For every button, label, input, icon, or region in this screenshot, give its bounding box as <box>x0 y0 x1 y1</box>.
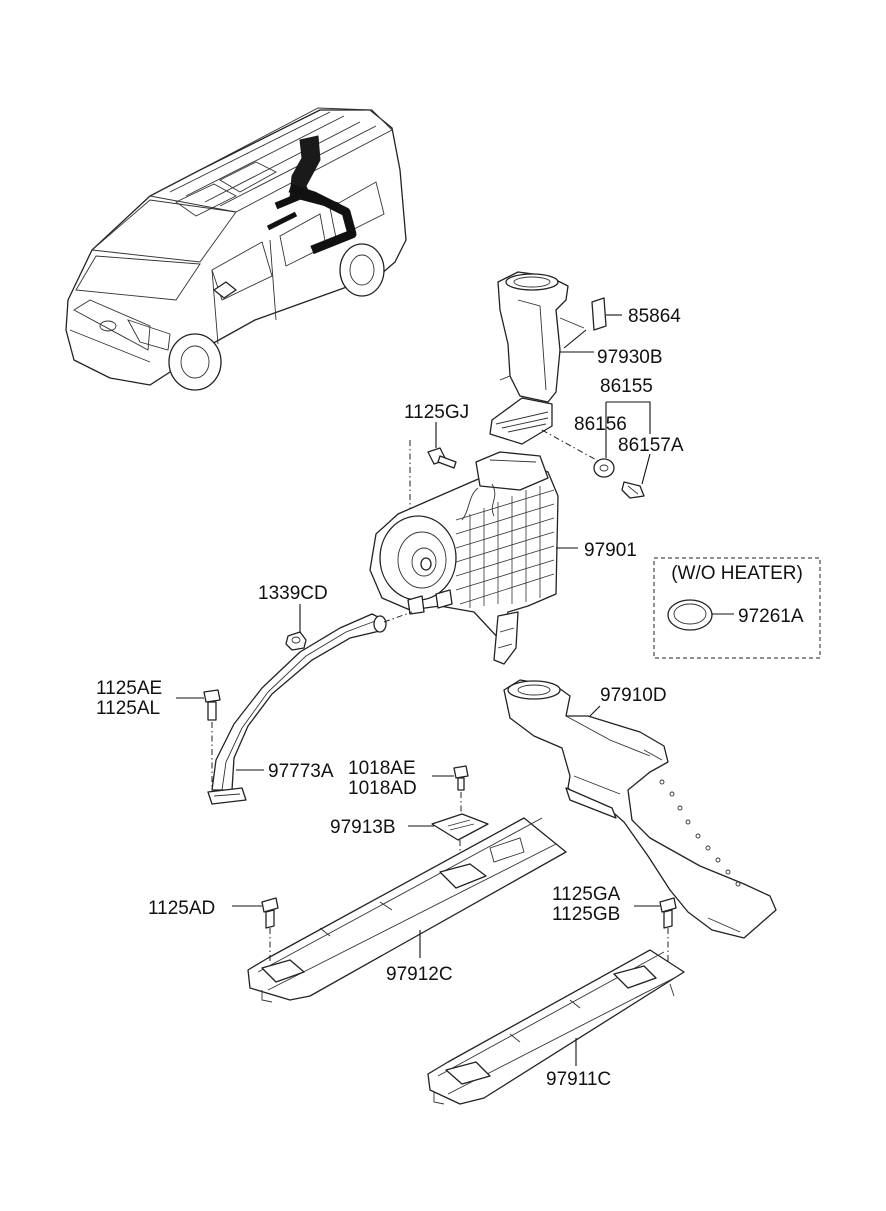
duct-vent-holes <box>659 779 741 887</box>
hvac-unit-97901 <box>369 451 559 665</box>
label-97911c: 97911C <box>546 1069 611 1090</box>
guide-line <box>541 429 601 463</box>
duct-97911c <box>427 949 685 1105</box>
van-illustration <box>65 107 407 391</box>
label-1125ga: 1125GA <box>552 884 621 905</box>
label-86156: 86156 <box>574 414 627 435</box>
grommet-86156 <box>593 458 615 478</box>
wo-heater-title: (W/O HEATER) <box>671 563 803 584</box>
hose-97773a <box>207 611 413 805</box>
wo-heater-box: (W/O HEATER) <box>653 557 821 659</box>
label-85864: 85864 <box>628 306 681 327</box>
label-97930b: 97930B <box>597 347 663 368</box>
bracket-97913b <box>431 813 489 866</box>
duct-97912c <box>247 817 567 1003</box>
nut-1339cd <box>285 631 307 651</box>
leader-lines <box>176 314 734 1066</box>
label-97912c: 97912C <box>386 964 453 985</box>
label-1125gb: 1125GB <box>552 904 620 925</box>
label-86157a: 86157A <box>618 435 684 456</box>
bolt-1125ae <box>203 689 221 790</box>
label-1018ad: 1018AD <box>348 778 417 799</box>
label-97910d: 97910D <box>600 685 667 706</box>
label-1125ae: 1125AE <box>96 678 162 699</box>
clip-86157a <box>621 481 645 499</box>
label-1125gj: 1125GJ <box>404 402 469 423</box>
duct-97930b <box>489 271 585 445</box>
label-97261a: 97261A <box>738 606 804 627</box>
label-86155: 86155 <box>600 376 653 397</box>
bolt-1125ga <box>659 897 677 962</box>
label-1125ad: 1125AD <box>148 898 215 919</box>
label-1018ae: 1018AE <box>348 758 416 779</box>
duct-97910d <box>503 679 777 939</box>
bolt-1018ae <box>453 765 469 818</box>
label-1125al: 1125AL <box>96 698 160 719</box>
bolt-1125ad <box>261 897 279 962</box>
pad-85864 <box>591 297 607 331</box>
label-97773a: 97773A <box>268 761 334 782</box>
label-1339cd: 1339CD <box>258 583 328 604</box>
label-97913b: 97913B <box>330 817 396 838</box>
label-97901: 97901 <box>584 540 637 561</box>
cap-97261a <box>667 599 713 631</box>
screw-1125gj <box>427 447 457 469</box>
callout-labels: 85864 97930B 86155 86156 86157A 1125GJ 9… <box>96 306 804 1090</box>
